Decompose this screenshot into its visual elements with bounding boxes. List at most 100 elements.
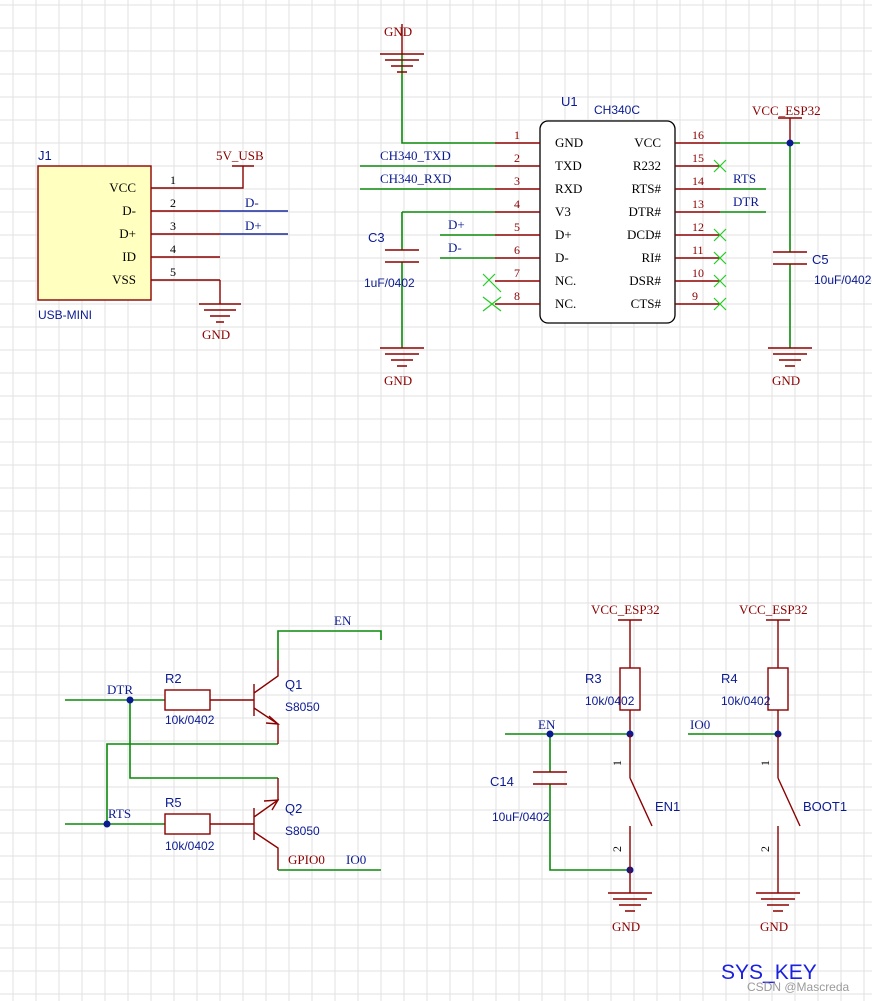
u1-comment: CH340C	[594, 103, 640, 117]
c3-value: 1uF/0402	[364, 276, 415, 290]
resistor-r4[interactable]: R4 10k/0402	[721, 667, 789, 711]
j1-pin-name: VCC	[109, 180, 136, 195]
u1-pin-number: 15	[692, 151, 704, 165]
gpio0-label: GPIO0	[288, 852, 325, 867]
u1-usb-wires[interactable]	[440, 234, 495, 259]
capacitor-c3[interactable]: C3 1uF/0402	[364, 230, 419, 290]
c3-plates	[385, 249, 419, 263]
net-label-rts: RTS	[733, 171, 756, 186]
boot1-pin-number: 2	[758, 846, 772, 852]
j1-pin-number: 3	[170, 219, 176, 233]
u1-pin-number: 1	[514, 128, 520, 142]
u1-pin-name: DCD#	[627, 227, 661, 242]
v3-wire[interactable]	[401, 211, 495, 348]
en-wire[interactable]	[277, 630, 382, 660]
u1-designator: U1	[561, 94, 578, 109]
u1-pin-number: 10	[692, 266, 704, 280]
u1-pin-name: NC.	[555, 296, 576, 311]
ground-symbol	[380, 24, 424, 73]
u1-pin-name: VCC	[634, 135, 661, 150]
q2-emitter-arrow	[263, 799, 280, 811]
rts-dtr-wires[interactable]	[720, 188, 766, 213]
dtr-wire[interactable]	[65, 699, 278, 779]
u1-pin-number: 8	[514, 289, 520, 303]
u1-body	[539, 120, 676, 324]
u1-pin-number: 13	[692, 197, 704, 211]
u1-pin-name: DTR#	[629, 204, 662, 219]
u1-pin-name: RTS#	[631, 181, 661, 196]
resistor-r2[interactable]: R2 10k/0402	[164, 671, 254, 727]
transistor-q1[interactable]: Q1 S8050	[253, 660, 320, 744]
capacitor-c5[interactable]: C5 10uF/0402	[773, 251, 872, 287]
u1-pin-name: D+	[555, 227, 572, 242]
net-label-rxd: CH340_RXD	[380, 171, 452, 186]
resistor-r5[interactable]: R5 10k/0402	[164, 795, 254, 853]
r5-value: 10k/0402	[165, 839, 215, 853]
j1-pin-number: 2	[170, 196, 176, 210]
j1-pin-number: 5	[170, 265, 176, 279]
junction	[126, 696, 134, 704]
sheet-title: SYS_KEY	[721, 961, 817, 984]
ground-label: GND	[772, 373, 800, 388]
u1-pin-name: R232	[633, 158, 661, 173]
uart-wires[interactable]	[360, 165, 495, 190]
r4-value: 10k/0402	[721, 694, 771, 708]
ground-symbol	[608, 870, 652, 912]
r5-body	[164, 813, 211, 835]
r3-designator: R3	[585, 671, 602, 686]
junction	[546, 730, 554, 738]
rts-wire[interactable]	[65, 743, 278, 825]
u1-pin-number: 6	[514, 243, 520, 257]
j1-pin-number: 4	[170, 242, 176, 256]
net-label-rts: RTS	[108, 806, 131, 821]
vcc-esp32-power-port	[778, 117, 802, 143]
usb5v-label: 5V_USB	[216, 148, 264, 163]
capacitor-c14[interactable]: C14 10uF/0402	[490, 771, 567, 824]
resistor-r3[interactable]: R3 10k/0402	[585, 667, 641, 711]
net-label-io0: IO0	[346, 852, 366, 867]
vcc-esp32-label: VCC_ESP32	[739, 602, 808, 617]
u1-pin-name: V3	[555, 204, 571, 219]
u1-left-pins	[495, 142, 540, 305]
transistor-q2[interactable]: Q2 S8050	[253, 778, 320, 870]
q2-value: S8050	[285, 824, 320, 838]
no-connect-markers	[482, 273, 502, 312]
en1-pin-number: 2	[610, 846, 624, 852]
net-label-dminus: D-	[245, 195, 259, 210]
ground-symbol	[768, 347, 812, 367]
connector-j1[interactable]: J1 USB-MINI VCC D- D+ ID VSS 1 2 3 4 5	[37, 148, 220, 322]
j1-pin-number: 1	[170, 173, 176, 187]
vcc-esp32-label: VCC_ESP32	[752, 103, 821, 118]
en1-symbol	[629, 734, 653, 870]
q1-emitter-arrow	[265, 715, 281, 725]
c5-value: 10uF/0402	[814, 273, 872, 287]
r2-body	[164, 689, 211, 711]
net-label-txd: CH340_TXD	[380, 148, 451, 163]
ground-label: GND	[760, 919, 788, 934]
c14-plates	[533, 771, 567, 785]
j1-designator: J1	[38, 148, 52, 163]
j1-body	[37, 165, 152, 301]
q2-designator: Q2	[285, 801, 302, 816]
net-label-en: EN	[334, 613, 352, 628]
j1-pin-name: D-	[122, 203, 136, 218]
en-key-wire[interactable]	[505, 733, 630, 871]
switch-en1[interactable]: 1 2 EN1	[610, 734, 680, 870]
u1-gnd-wire[interactable]	[401, 54, 495, 144]
u1-pin-number: 9	[692, 289, 698, 303]
net-label-dtr: DTR	[733, 194, 759, 209]
usb5v-power-port	[220, 165, 254, 189]
c5-designator: C5	[812, 252, 829, 267]
u1-pin-number: 12	[692, 220, 704, 234]
switch-boot1[interactable]: 1 2 BOOT1	[758, 734, 847, 870]
en1-designator: EN1	[655, 799, 680, 814]
r4-body	[767, 667, 789, 711]
usb-data-wires[interactable]	[220, 210, 288, 235]
junction	[786, 139, 794, 147]
ground-label: GND	[202, 327, 230, 342]
r4-designator: R4	[721, 671, 738, 686]
vcc-esp32-label: VCC_ESP32	[591, 602, 660, 617]
c14-designator: C14	[490, 774, 514, 789]
ground-symbol	[756, 870, 800, 912]
